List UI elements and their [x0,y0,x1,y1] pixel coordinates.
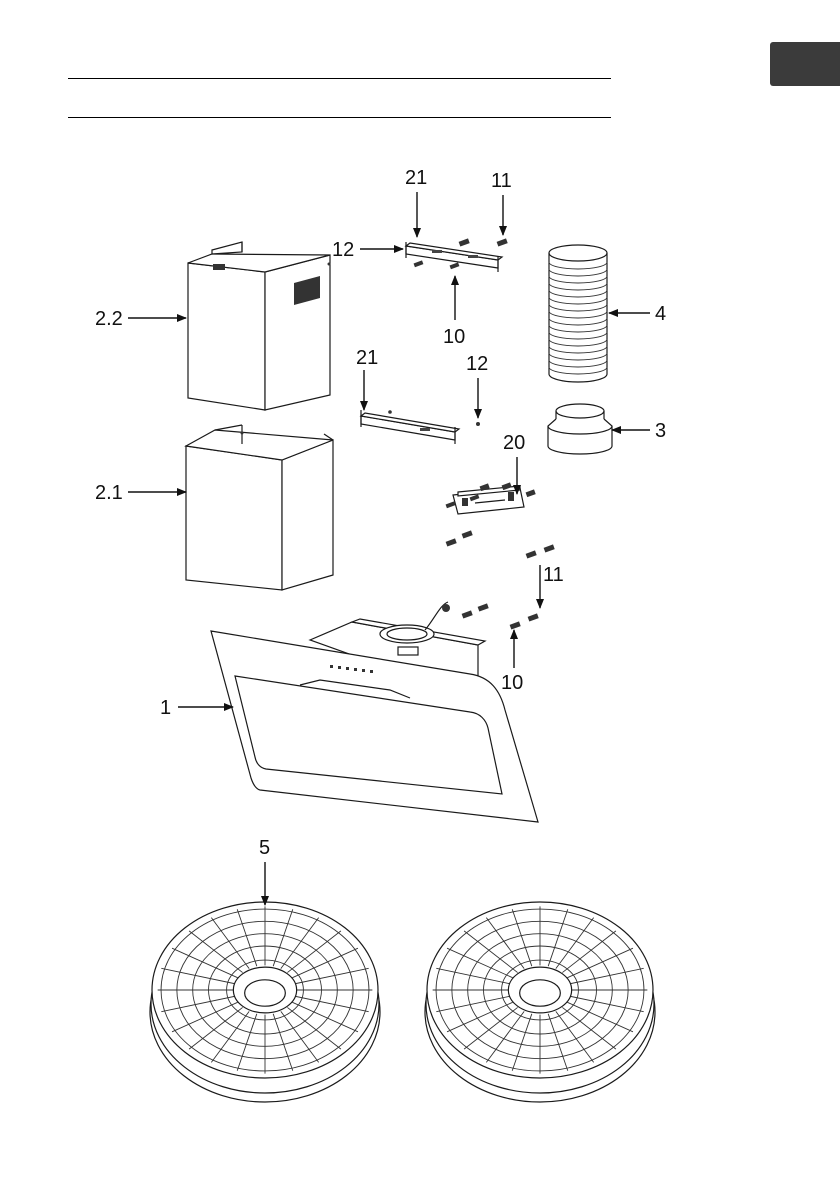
callout-12-top: 12 [332,239,354,261]
callout-20: 20 [503,432,525,454]
callout-11-top: 11 [491,170,512,192]
cooker-hood-illustration [211,602,538,822]
callout-2-2: 2.2 [95,308,123,330]
callout-3: 3 [655,420,666,442]
bracket-top-illustration [406,238,508,272]
chimney-lower-illustration [186,425,333,590]
carbon-filter-left-illustration [150,902,380,1102]
exhaust-hose-illustration [549,245,607,382]
loose-screws-illustration [446,530,555,629]
callout-4: 4 [655,303,666,325]
callout-21-top: 21 [405,167,427,189]
callout-21-middle: 21 [356,347,378,369]
duct-adapter-illustration [548,404,612,454]
callout-11-bottom: 11 [543,564,564,586]
bracket-20-illustration [446,482,536,514]
callout-5: 5 [259,837,270,859]
bracket-middle-illustration [361,410,480,444]
chimney-upper-illustration [188,242,331,410]
callout-10-top: 10 [443,326,465,348]
carbon-filter-right-illustration [425,902,655,1102]
callout-12-middle: 12 [466,353,488,375]
callout-1: 1 [160,697,171,719]
callout-2-1: 2.1 [95,482,123,504]
callout-10-bottom: 10 [501,672,523,694]
